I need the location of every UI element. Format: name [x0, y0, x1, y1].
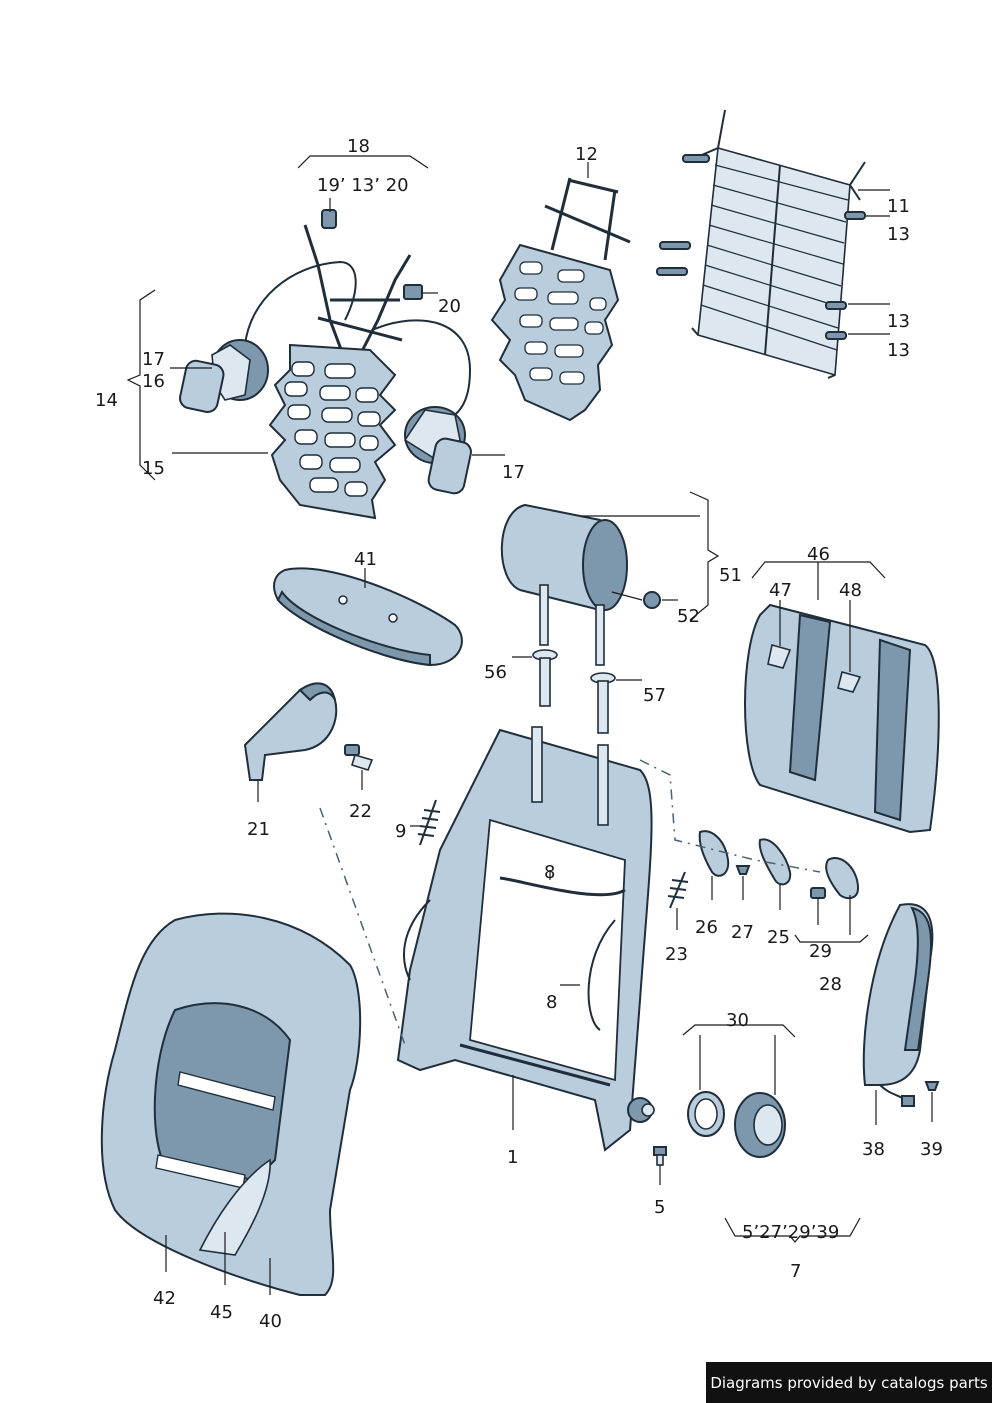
suspension-mat-11 — [656, 109, 890, 379]
callout-1: 1 — [507, 1147, 518, 1168]
callout-labels: 18 19’ 13’ 20 20 17 16 14 15 17 12 11 13… — [95, 136, 943, 1332]
callout-46: 46 — [807, 544, 830, 565]
lumbar-motor-right — [403, 406, 472, 495]
knob-25 — [758, 838, 792, 910]
lumbar-motor-left — [179, 339, 269, 413]
clip-20 — [403, 284, 423, 300]
callout-56: 56 — [484, 662, 507, 683]
callout-13-mid: 13 — [887, 311, 910, 332]
callout-47: 47 — [769, 580, 792, 601]
backrest-mat-12 — [490, 162, 631, 422]
knob-rings-30 — [682, 1024, 796, 1158]
knob-28 — [825, 857, 860, 935]
callout-27: 27 — [731, 922, 754, 943]
callout-9: 9 — [395, 821, 406, 842]
callout-25: 25 — [767, 927, 790, 948]
callout-14: 14 — [95, 390, 118, 411]
callout-57: 57 — [643, 685, 666, 706]
callout-13-top: 13 — [887, 224, 910, 245]
callout-39: 39 — [920, 1139, 943, 1160]
bracket-28 — [794, 934, 869, 943]
watermark-banner: Diagrams provided by catalogs parts — [706, 1362, 992, 1403]
callout-38: 38 — [862, 1139, 885, 1160]
callout-30: 30 — [726, 1010, 749, 1031]
callout-20: 20 — [438, 296, 461, 317]
callout-52: 52 — [677, 606, 700, 627]
lumbar-support-assembly — [126, 155, 505, 520]
callout-17-right: 17 — [502, 462, 525, 483]
callout-8-top: 8 — [544, 862, 555, 883]
callout-26: 26 — [695, 917, 718, 938]
trim-21 — [243, 682, 338, 802]
callout-7-sub: 5’27’29’39 — [742, 1222, 839, 1243]
callout-22: 22 — [349, 801, 372, 822]
callout-42: 42 — [153, 1288, 176, 1309]
callout-15: 15 — [142, 458, 165, 479]
callout-7: 7 — [790, 1261, 801, 1282]
callout-40: 40 — [259, 1311, 282, 1332]
spring-9 — [410, 799, 441, 846]
callout-8-bottom: 8 — [546, 992, 557, 1013]
callout-18-sub: 19’ 13’ 20 — [317, 175, 409, 196]
callout-16: 16 — [142, 371, 165, 392]
wire-8 — [549, 870, 580, 986]
callout-23: 23 — [665, 944, 688, 965]
spring-23 — [667, 871, 689, 930]
callout-28: 28 — [819, 974, 842, 995]
screw-27 — [735, 865, 751, 900]
callout-11: 11 — [887, 196, 910, 217]
screw-39 — [924, 1081, 940, 1122]
assembly-line — [319, 807, 406, 1046]
callout-17-left: 17 — [142, 349, 165, 370]
bolt-5 — [653, 1146, 667, 1185]
bracket-7 — [724, 1217, 861, 1243]
knob-26 — [698, 830, 730, 900]
callout-51: 51 — [719, 565, 742, 586]
trim-38 — [862, 903, 934, 1125]
headrest-guide-56 — [512, 649, 558, 707]
callout-18: 18 — [347, 136, 370, 157]
assembly-line-2 — [639, 759, 821, 873]
pad-41 — [273, 567, 463, 667]
clip-19 — [321, 209, 337, 229]
backrest-cover — [100, 912, 362, 1296]
callout-48: 48 — [839, 580, 862, 601]
backrest-frame-1 — [396, 726, 655, 1152]
callout-21: 21 — [247, 819, 270, 840]
callout-29: 29 — [809, 941, 832, 962]
callout-45: 45 — [210, 1302, 233, 1323]
rear-panel-46 — [744, 561, 940, 834]
headrest-guide-57 — [590, 672, 642, 734]
callout-5: 5 — [654, 1197, 665, 1218]
headrest — [500, 491, 720, 666]
callout-12: 12 — [575, 144, 598, 165]
callout-13-bottom: 13 — [887, 340, 910, 361]
screw-22 — [344, 744, 374, 790]
callout-41: 41 — [354, 549, 377, 570]
clip-29 — [810, 887, 826, 925]
